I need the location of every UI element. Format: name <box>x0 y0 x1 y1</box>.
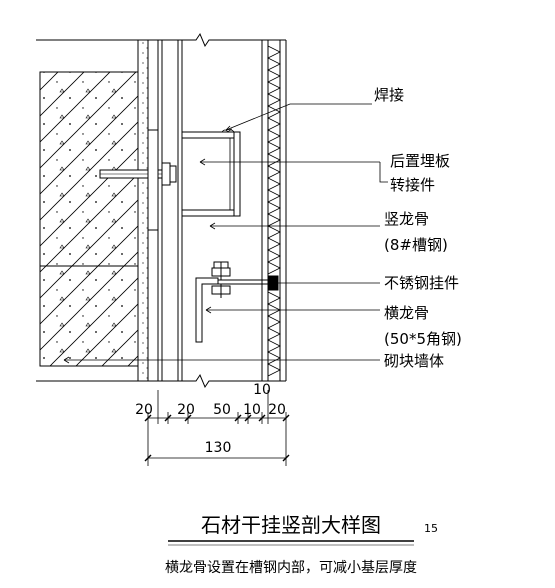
stone-cladding <box>261 40 287 381</box>
dim-10: 10 <box>243 402 261 418</box>
dimension-text: 10 20 20 50 10 20 130 <box>135 382 286 456</box>
dim-top-10: 10 <box>253 382 271 398</box>
title-block: 石材干挂竖剖大样图 15 横龙骨设置在槽钢内部，可减小基层厚度 <box>165 513 438 576</box>
callout-labels: 焊接 后置埋板 转接件 竖龙骨 (8#槽钢) 不锈钢挂件 横龙骨 (50*5角钢… <box>374 86 462 370</box>
dim-20-a: 20 <box>135 402 153 418</box>
label-block-wall: 砌块墙体 <box>384 352 444 370</box>
horizontal-keel-assembly <box>195 261 279 343</box>
dim-20-c: 20 <box>268 402 286 418</box>
page-title: 石材干挂竖剖大样图 <box>201 513 381 537</box>
embed-plate-assembly <box>99 129 241 231</box>
dim-50: 50 <box>213 402 231 418</box>
label-embed-plate: 后置埋板 <box>390 152 450 170</box>
dim-20-b: 20 <box>177 402 195 418</box>
block-wall <box>36 32 286 389</box>
label-horizontal-keel: 横龙骨 <box>384 304 429 322</box>
label-vertical-keel-spec: (8#槽钢) <box>384 236 448 254</box>
leader-lines <box>63 103 388 364</box>
label-weld: 焊接 <box>374 86 404 104</box>
vertical-keel-channel <box>157 40 183 381</box>
dim-total-130: 130 <box>205 440 232 456</box>
label-vertical-keel: 竖龙骨 <box>384 210 429 228</box>
dimension-lines <box>144 390 290 466</box>
title-scale: 15 <box>424 522 438 535</box>
title-note: 横龙骨设置在槽钢内部，可减小基层厚度 <box>165 559 417 576</box>
label-horizontal-keel-spec: (50*5角钢) <box>384 330 462 348</box>
label-ss-hanger: 不锈钢挂件 <box>384 274 459 292</box>
label-adapter: 转接件 <box>390 176 435 194</box>
